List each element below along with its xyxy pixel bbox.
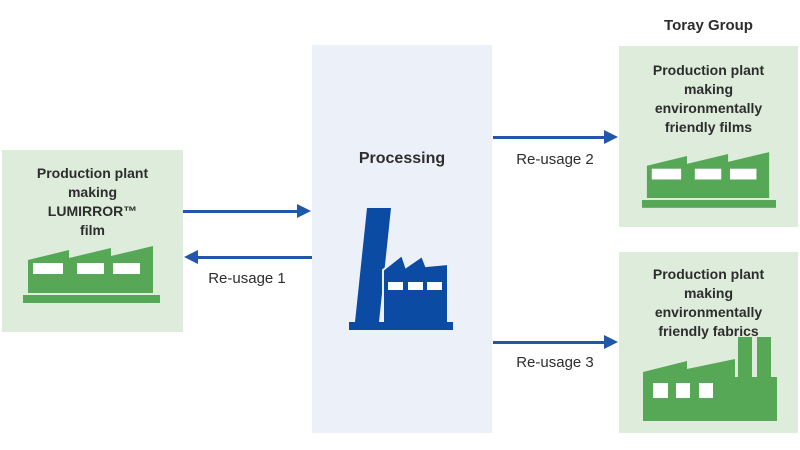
films-plant-label: Production plant making environmentally … bbox=[652, 62, 765, 135]
fabrics-plant-box: Production plant making environmentally … bbox=[619, 252, 798, 433]
toray-group-label: Toray Group bbox=[664, 17, 753, 34]
arrow-line bbox=[197, 256, 312, 259]
factory-icon bbox=[23, 246, 160, 303]
arrow-head-right-icon bbox=[297, 204, 311, 218]
arrow-head-right-icon bbox=[604, 335, 618, 349]
processing-label: Processing bbox=[358, 150, 446, 167]
processing-box: Processing bbox=[312, 45, 492, 433]
reusage1-label: Re-usage 1 bbox=[208, 270, 286, 287]
reusage3-label: Re-usage 3 bbox=[516, 354, 594, 371]
factory-with-two-chimneys-icon bbox=[643, 337, 777, 421]
arrow-head-right-icon bbox=[604, 130, 618, 144]
fabrics-plant-label: Production plant making environmentally … bbox=[652, 266, 765, 339]
films-plant-box: Production plant making environmentally … bbox=[619, 46, 798, 227]
arrow-line bbox=[183, 210, 298, 213]
left-plant-box: Production plant making LUMIRROR™ film bbox=[2, 150, 183, 332]
factory-icon bbox=[642, 152, 776, 208]
arrow-head-left-icon bbox=[184, 250, 198, 264]
reusage2-label: Re-usage 2 bbox=[516, 151, 594, 168]
left-plant-label: Production plant making LUMIRROR™ film bbox=[36, 165, 149, 238]
factory-with-chimney-icon bbox=[349, 208, 453, 330]
arrow-line bbox=[493, 136, 605, 139]
arrow-line bbox=[493, 341, 605, 344]
